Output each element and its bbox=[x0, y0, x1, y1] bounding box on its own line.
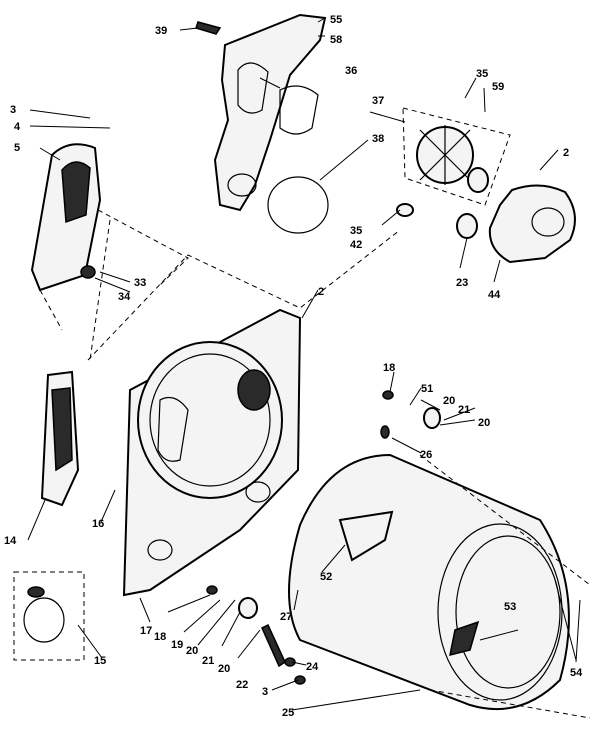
callout-18-right: 18 bbox=[383, 362, 395, 374]
callout-2-mid: 2 bbox=[318, 286, 324, 298]
callout-42: 42 bbox=[350, 239, 362, 251]
callout-20-bottom-b: 20 bbox=[218, 663, 230, 675]
callout-36: 36 bbox=[345, 65, 357, 77]
callout-26: 26 bbox=[420, 449, 432, 461]
callout-17: 17 bbox=[140, 625, 152, 637]
callout-21-right: 21 bbox=[458, 404, 470, 416]
callout-35-top: 35 bbox=[476, 68, 488, 80]
callout-52: 52 bbox=[320, 571, 332, 583]
callout-21-bottom: 21 bbox=[202, 655, 214, 667]
callout-18-bottom: 18 bbox=[154, 631, 166, 643]
dryer-drum bbox=[288, 453, 591, 719]
callout-51: 51 bbox=[421, 383, 433, 395]
callout-4: 4 bbox=[14, 121, 21, 133]
callout-54: 54 bbox=[570, 667, 583, 679]
seal-ring-lower bbox=[267, 176, 329, 234]
heater-assembly bbox=[40, 370, 80, 507]
callout-27: 27 bbox=[280, 611, 292, 623]
callout-25: 25 bbox=[282, 707, 294, 719]
drive-belt bbox=[13, 571, 85, 661]
seal-ring-upper bbox=[279, 85, 319, 135]
callout-3-bottom: 3 bbox=[262, 686, 268, 698]
lint-filter-housing bbox=[30, 143, 102, 292]
callout-59: 59 bbox=[492, 81, 504, 93]
drum-roller bbox=[380, 390, 441, 439]
callout-19: 19 bbox=[171, 639, 183, 651]
duct-seal bbox=[195, 21, 222, 35]
callout-35-mid: 35 bbox=[350, 225, 362, 237]
blower-wheel bbox=[402, 107, 511, 206]
callout-44: 44 bbox=[488, 289, 501, 301]
callout-33: 33 bbox=[134, 277, 146, 289]
callout-14: 14 bbox=[4, 535, 17, 547]
callout-5: 5 bbox=[14, 142, 20, 154]
rear-duct-assembly bbox=[213, 13, 327, 212]
callout-16: 16 bbox=[92, 518, 104, 530]
callout-55: 55 bbox=[330, 14, 342, 26]
callout-2-top: 2 bbox=[563, 147, 569, 159]
callout-23: 23 bbox=[456, 277, 468, 289]
callout-34: 34 bbox=[118, 291, 131, 303]
idler-pulley bbox=[206, 585, 306, 685]
callout-22: 22 bbox=[236, 679, 248, 691]
callout-53: 53 bbox=[504, 601, 516, 613]
callout-24: 24 bbox=[306, 661, 319, 673]
callout-58: 58 bbox=[330, 34, 342, 46]
callout-20-bottom-a: 20 bbox=[186, 645, 198, 657]
callout-3-top: 3 bbox=[10, 104, 16, 116]
callout-38: 38 bbox=[372, 133, 384, 145]
callout-20-right-a: 20 bbox=[443, 395, 455, 407]
callout-37: 37 bbox=[372, 95, 384, 107]
callout-39: 39 bbox=[155, 25, 167, 37]
blower-housing bbox=[396, 184, 576, 264]
callout-20-right-b: 20 bbox=[478, 417, 490, 429]
callout-15: 15 bbox=[94, 655, 106, 667]
front-bulkhead bbox=[122, 308, 302, 597]
